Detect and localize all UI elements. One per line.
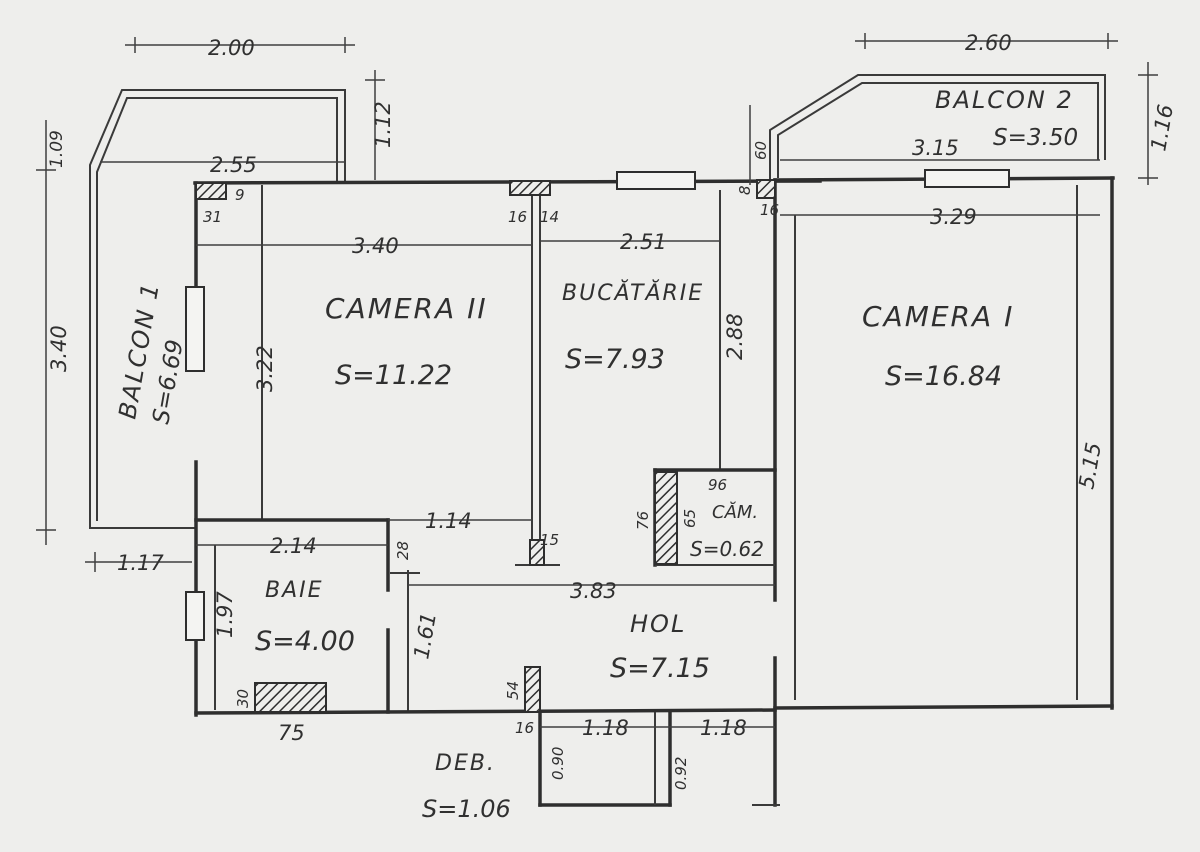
dim-wall-15: 15 <box>540 531 559 549</box>
camera1-name: CAMERA I <box>862 300 1014 333</box>
dim-camera2-depth: 3.22 <box>253 345 277 392</box>
dim-hall-depth: 1.61 <box>409 611 441 661</box>
dim-deb-width: 1.18 <box>582 716 629 740</box>
dim-wall-8: 8 <box>736 185 754 195</box>
dim-wall-28: 28 <box>394 541 412 560</box>
dim-wall-30: 30 <box>234 689 252 708</box>
dim-hall-width: 3.83 <box>570 579 617 603</box>
camera1-area: S=16.84 <box>885 361 1002 392</box>
pantry-name: CĂM. <box>712 501 758 523</box>
bath-name: BAIE <box>265 578 324 603</box>
dim-bath-depth: 1.97 <box>213 591 237 638</box>
dim-balcon1-length: 3.40 <box>47 325 71 372</box>
balcon1-area: S=6.69 <box>148 338 188 426</box>
dim-wall-75: 75 <box>278 721 305 745</box>
dim-hall-gap: 1.14 <box>425 509 472 533</box>
dim-wall-31: 31 <box>203 208 222 226</box>
dim-pantry-top: 96 <box>708 476 727 494</box>
balcon2-inner <box>777 82 1099 178</box>
balcon2-outline <box>769 74 1106 182</box>
column-camera1-top <box>756 179 776 199</box>
dim-wall-16b: 16 <box>760 201 779 219</box>
column-topleft <box>195 182 227 200</box>
hall-area: S=7.15 <box>610 653 710 684</box>
dim-kitchen-width: 2.51 <box>620 230 667 254</box>
window-camera1 <box>924 169 1010 188</box>
window-kitchen <box>616 171 696 190</box>
camera2-area: S=11.22 <box>335 360 452 391</box>
dim-wall-54: 54 <box>504 681 522 700</box>
dim-deb-depth-right: 0.92 <box>672 757 690 790</box>
pantry-hatched-wall <box>654 471 678 565</box>
dim-balcon2-width: 2.60 <box>965 31 1012 55</box>
dimension-lines <box>36 33 1158 728</box>
dim-pantry-side: 76 <box>634 511 652 530</box>
balcon2-name: BALCON 2 <box>935 86 1074 114</box>
dim-wall-14: 14 <box>540 208 559 226</box>
window-bath <box>185 591 205 641</box>
bath-area: S=4.00 <box>255 626 355 657</box>
kitchen-name: BUCĂTĂRIE <box>562 280 704 306</box>
dim-wall-9: 9 <box>235 186 245 204</box>
dim-balcon2-depth: 1.16 <box>1146 103 1178 153</box>
balcon1-inner <box>96 97 338 521</box>
dimension-labels: 2.00 2.60 1.12 1.09 1.16 3.40 2.55 3.40 … <box>47 31 1178 790</box>
balcon2-area: S=3.50 <box>993 125 1078 151</box>
pantry-area: S=0.62 <box>690 537 764 561</box>
deb-name: DEB. <box>435 751 496 776</box>
dim-balcon1-side: 1.09 <box>47 130 67 168</box>
hall-name: HOL <box>630 610 686 638</box>
dim-deb-depth-left: 0.90 <box>549 747 567 780</box>
dim-camera1-top: 3.15 <box>912 136 959 160</box>
dim-pantry-inner: 65 <box>681 509 699 528</box>
dim-balcon1-depth: 1.12 <box>371 101 395 148</box>
top-wall <box>193 179 822 185</box>
balcon1-outline <box>89 89 346 529</box>
kitchen-area: S=7.93 <box>565 344 665 375</box>
dim-balcon1-width: 2.00 <box>208 36 255 60</box>
dim-bath-offset: 1.17 <box>117 551 164 575</box>
dim-wall-60: 60 <box>752 141 770 160</box>
dim-wall-16a: 16 <box>508 208 527 226</box>
kitchen-column <box>529 539 545 566</box>
column-kitchen-top <box>509 180 551 196</box>
dim-camera1-depth: 5.15 <box>1074 441 1106 491</box>
dim-camera2-top: 2.55 <box>210 153 257 177</box>
bath-tub <box>254 682 327 713</box>
camera1-bottom-wall <box>773 704 1114 710</box>
window-camera2 <box>185 286 205 372</box>
deb-area: S=1.06 <box>422 795 511 823</box>
hall-column <box>524 666 541 713</box>
camera2-name: CAMERA II <box>325 292 488 325</box>
dim-camera1-width: 3.29 <box>930 205 977 229</box>
dim-kitchen-depth: 2.88 <box>723 313 747 360</box>
dim-wall-16c: 16 <box>515 719 534 737</box>
dim-camera2-width: 3.40 <box>352 234 399 258</box>
dim-bath-width: 2.14 <box>270 534 317 558</box>
dim-deb-right: 1.18 <box>700 716 747 740</box>
